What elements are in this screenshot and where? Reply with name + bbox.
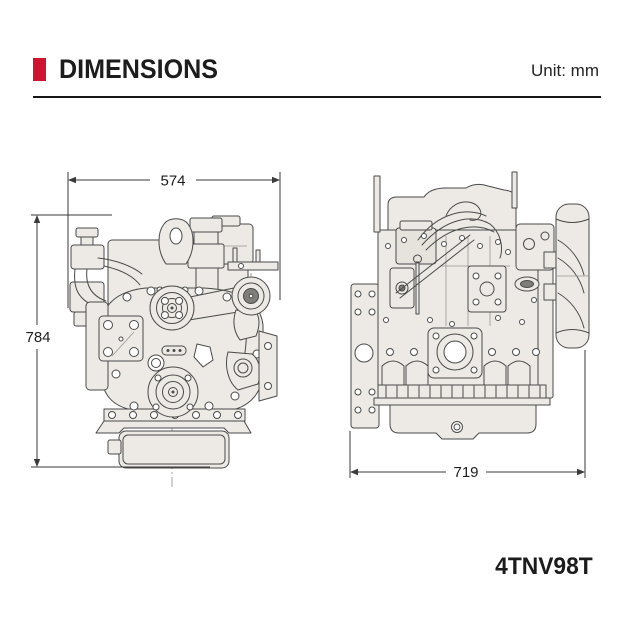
header-rule bbox=[33, 96, 601, 98]
unit-label: Unit: mm bbox=[531, 61, 599, 80]
drain-plug bbox=[107, 439, 122, 455]
side-oil-pan bbox=[389, 404, 537, 440]
dimension-label-front-width: 574 bbox=[160, 173, 185, 190]
accent-square-icon bbox=[33, 58, 46, 81]
fuel-injection-pump bbox=[467, 265, 507, 313]
engine-front-view bbox=[69, 215, 279, 488]
oil-pan bbox=[118, 430, 230, 469]
tensioner-pulley bbox=[233, 358, 253, 378]
dipstick-tube bbox=[373, 175, 381, 233]
model-label: 4TNV98T bbox=[495, 553, 593, 580]
dimension-label-side-length: 719 bbox=[453, 464, 478, 481]
page-title: DIMENSIONS bbox=[59, 54, 219, 84]
engine-side-view bbox=[350, 171, 590, 440]
dimension-annotations: 574 784 719 bbox=[22, 172, 586, 481]
fuel-filter bbox=[70, 244, 105, 270]
dimension-label-front-height: 784 bbox=[25, 329, 50, 346]
